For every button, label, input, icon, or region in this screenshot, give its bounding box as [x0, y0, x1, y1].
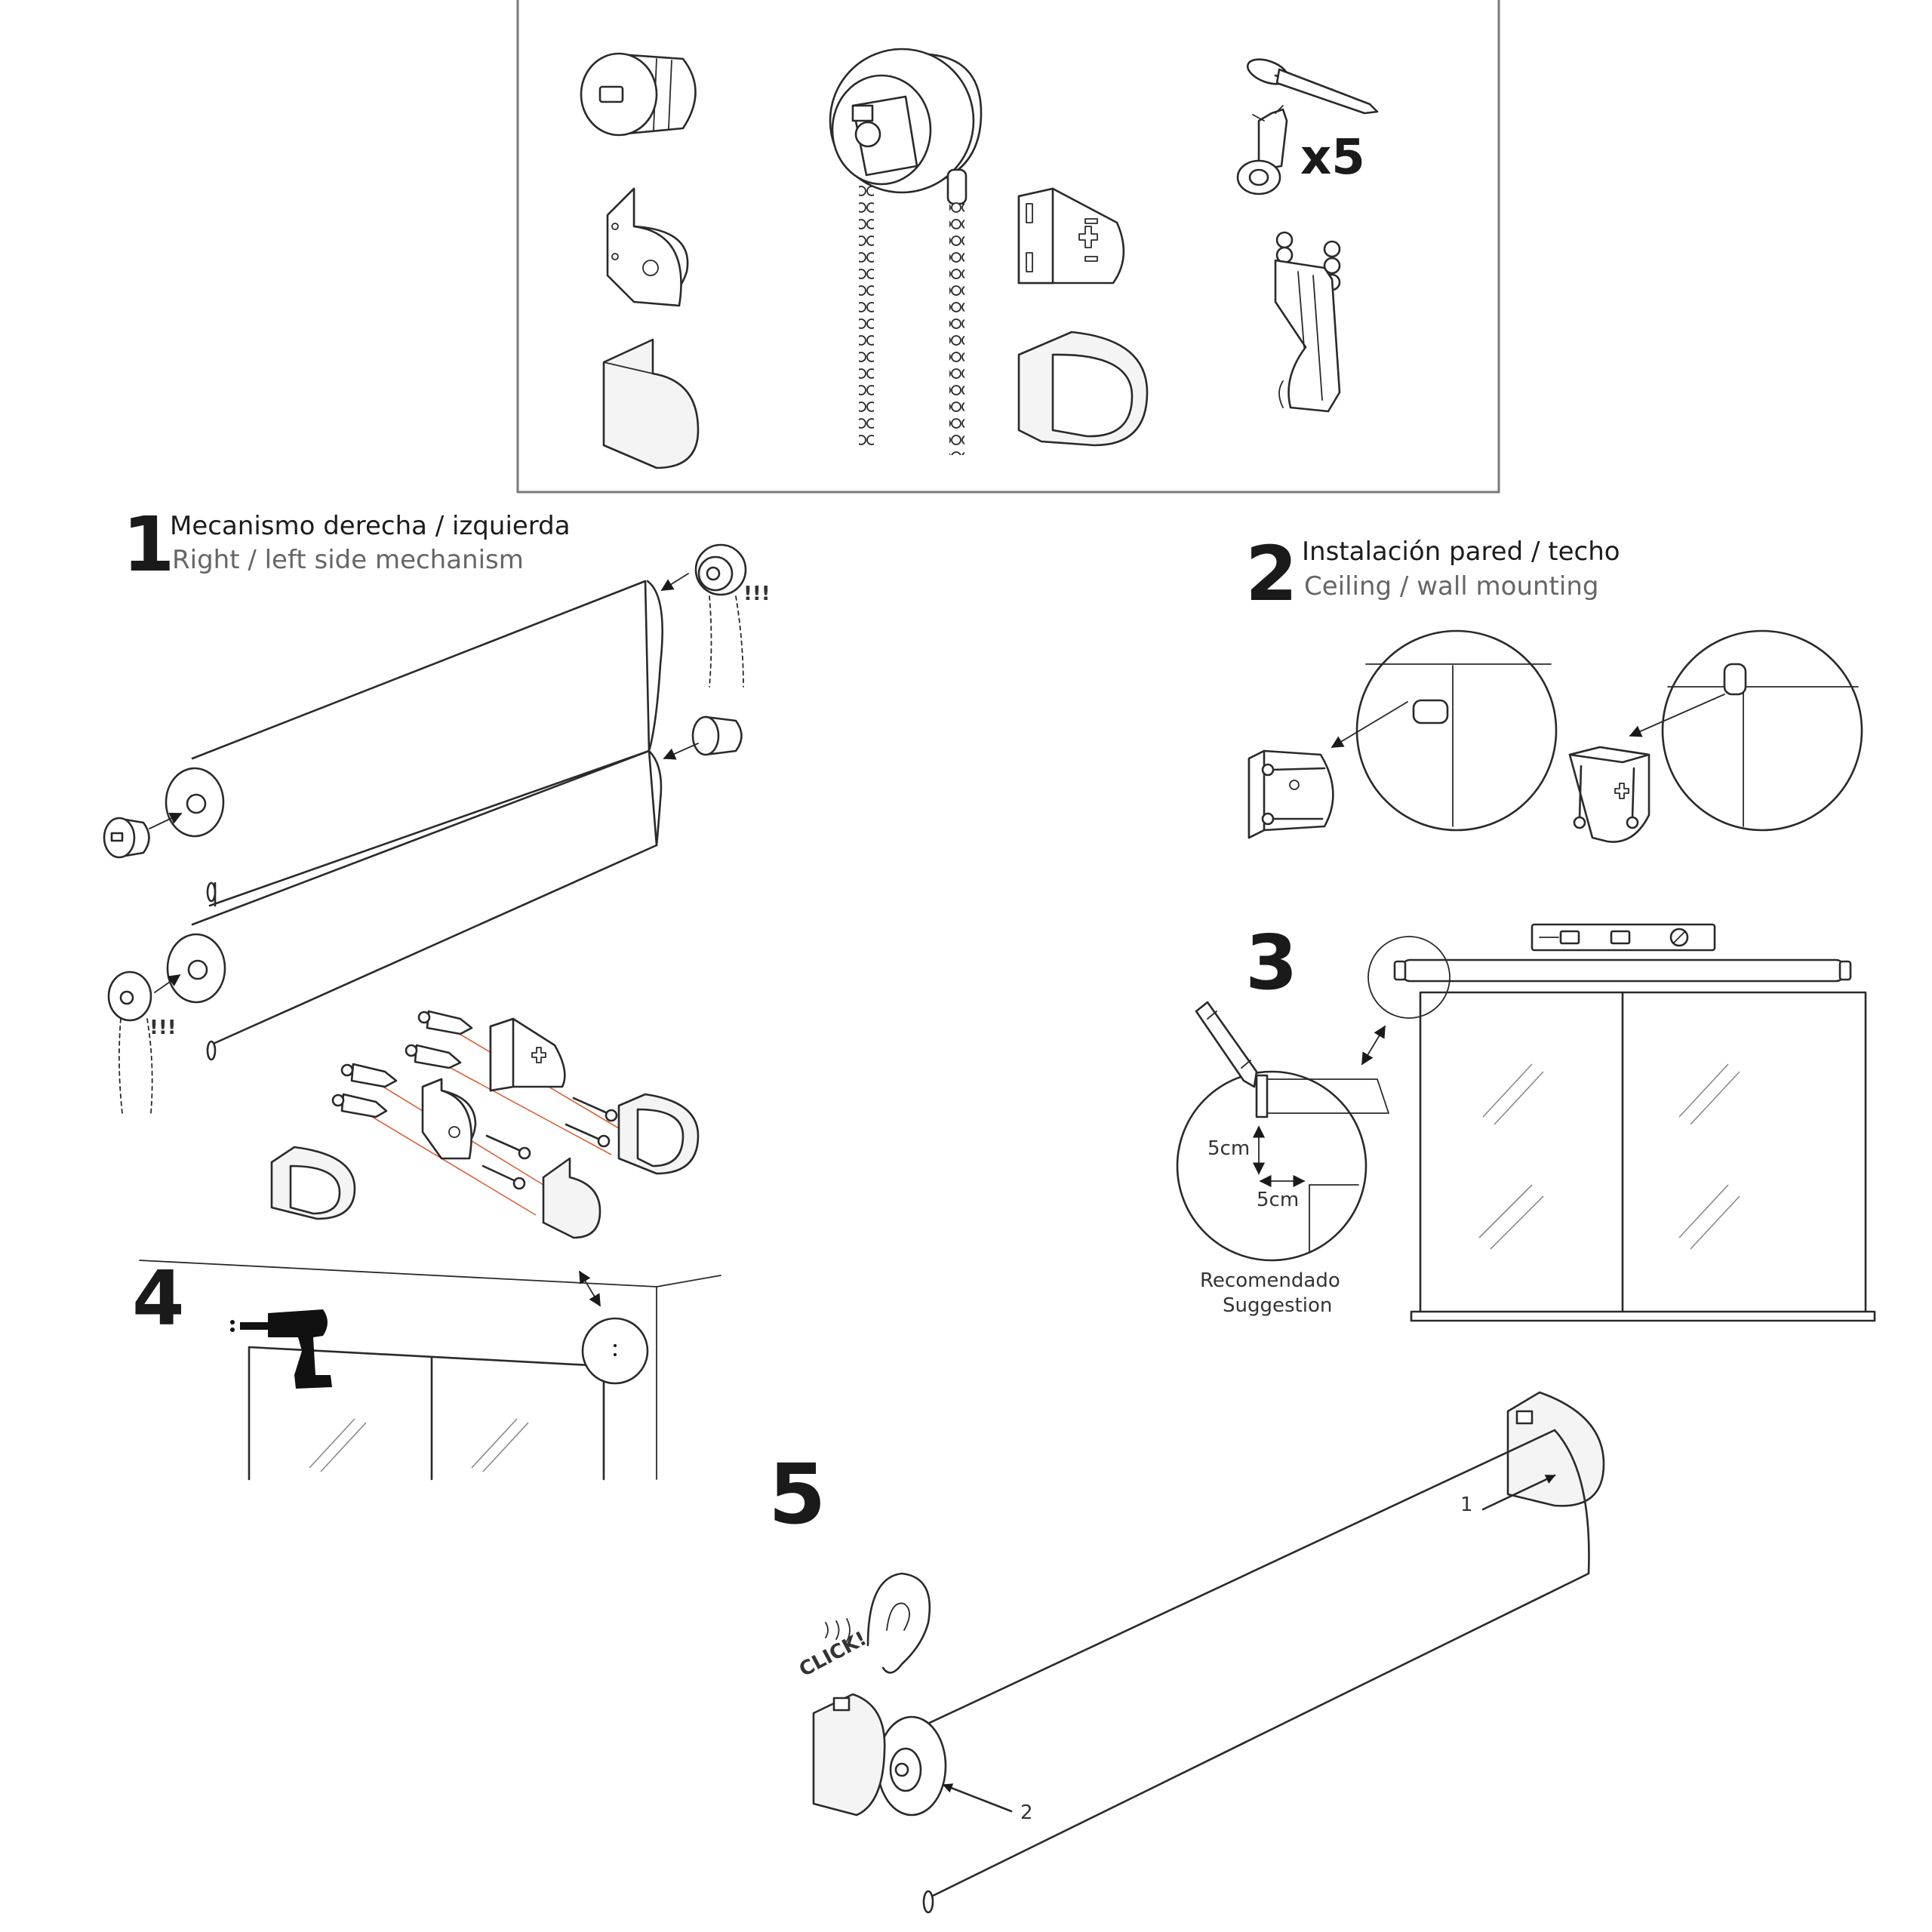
roller-blind	[876, 1429, 1590, 1914]
roller-blind-upper	[165, 580, 664, 907]
cover-cap-icon	[1017, 331, 1149, 447]
arrow-label-2: 2	[1020, 1801, 1033, 1824]
screw-icon	[565, 1123, 611, 1148]
screw-icon	[1246, 58, 1379, 115]
bracket-icon	[1506, 1391, 1605, 1507]
cover-cap-icon	[542, 1157, 601, 1239]
click-sound-label: CLICK!	[795, 1627, 870, 1681]
cover-cap-icon	[602, 338, 700, 469]
window	[248, 1346, 605, 1481]
step-2: 2 Instalación pared / techo Ceiling / wa…	[1245, 530, 1863, 843]
chain-connector-icon	[1274, 231, 1341, 413]
step-2-title-en: Ceiling / wall mounting	[1304, 571, 1598, 601]
screw-icon	[485, 1134, 531, 1160]
recommendation-label-es: Recomendado	[1200, 1269, 1340, 1292]
end-plug-icon	[103, 817, 150, 859]
roller-blind-lower	[166, 749, 663, 1061]
spirit-level-icon	[1531, 923, 1716, 952]
screws-quantity: x5	[1300, 130, 1365, 186]
cover-cap-icon	[617, 1093, 700, 1175]
chain-mechanism-icon	[694, 543, 747, 688]
screw-icon	[1573, 764, 1639, 829]
warning-mark-2: !!!	[149, 1017, 177, 1039]
screw-icon	[1261, 763, 1326, 826]
bracket-assembly	[270, 1010, 700, 1239]
end-plug-icon	[691, 715, 743, 756]
bracket-icon	[606, 187, 689, 307]
step-4-number: 4	[132, 1254, 185, 1343]
chain-mechanism-icon	[107, 971, 153, 1114]
step-1-title-es: Mecanismo derecha / izquierda	[170, 511, 571, 541]
wall-plug-icon	[405, 1044, 462, 1069]
roller-tube	[1393, 958, 1852, 983]
arrow-label-1: 1	[1460, 1494, 1473, 1516]
step-5-number: 5	[768, 1446, 826, 1543]
pencil-icon	[1195, 1001, 1258, 1088]
bracket-icon	[1247, 749, 1334, 839]
drill-icon	[230, 1309, 332, 1389]
ceiling-mount-detail	[1629, 629, 1863, 832]
screw-icon	[481, 1164, 526, 1190]
bracket-icon	[1017, 187, 1125, 285]
step-1: 1 Mecanismo derecha / izquierda Right / …	[103, 500, 771, 1239]
bracket-icon	[489, 1017, 566, 1092]
measurement-detail: 5cm 5cm	[1176, 1070, 1389, 1262]
bracket-icon	[812, 1693, 886, 1817]
wall-plug-icon	[331, 1093, 388, 1118]
step-5: 5 1 2 CL	[768, 1391, 1605, 1914]
step-2-title-es: Instalación pared / techo	[1302, 537, 1620, 567]
screw-icon	[572, 1097, 618, 1122]
bracket-icon	[421, 1078, 477, 1160]
step-2-number: 2	[1245, 530, 1298, 618]
window	[1410, 991, 1876, 1322]
wall-plug-icon	[1236, 105, 1288, 195]
step-3: 3	[1176, 918, 1876, 1322]
measure-vertical: 5cm	[1208, 1137, 1250, 1160]
wall-plug-icon	[417, 1010, 473, 1035]
wall-plug-icon	[340, 1063, 398, 1088]
step-3-number: 3	[1245, 918, 1298, 1007]
recommendation-label-en: Suggestion	[1223, 1294, 1332, 1317]
parts-box: x5	[516, 0, 1500, 494]
ear-icon	[825, 1572, 931, 1674]
measure-horizontal: 5cm	[1257, 1189, 1299, 1211]
step-4: 4	[132, 1254, 721, 1481]
wall-mount-detail	[1331, 629, 1558, 832]
cover-cap-icon	[270, 1146, 356, 1220]
chain-mechanism-icon	[829, 48, 983, 455]
step-1-title-en: Right / left side mechanism	[172, 545, 524, 575]
step-1-number: 1	[122, 500, 175, 589]
warning-mark: !!!	[743, 583, 771, 605]
end-plug-icon	[580, 52, 697, 137]
